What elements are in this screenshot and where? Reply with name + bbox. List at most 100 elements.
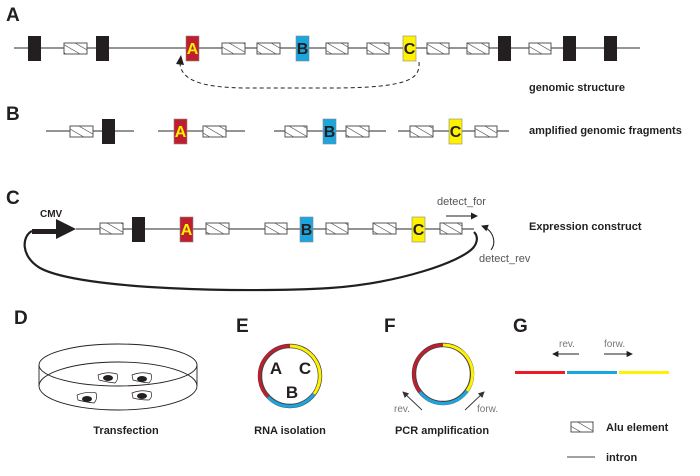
panel-letter-d: D bbox=[14, 308, 28, 329]
panel-c: C CMV A B C detect_for detect_rev Expres… bbox=[6, 188, 642, 292]
panel-f: F rev. forw. PCR amplification bbox=[384, 316, 498, 437]
fragment-1 bbox=[46, 119, 134, 144]
primer-rev-arrow-icon bbox=[402, 391, 423, 411]
primer-detect-rev-arrow-icon bbox=[481, 224, 495, 251]
caption-pcr-amplification: PCR amplification bbox=[395, 425, 489, 437]
alu-element bbox=[439, 222, 463, 235]
alu-element bbox=[528, 42, 552, 55]
linear-segment-b bbox=[567, 371, 617, 374]
primer-detect-rev-label: detect_rev bbox=[479, 253, 531, 265]
alu-element bbox=[221, 42, 246, 55]
cmv-promoter-label: CMV bbox=[40, 209, 63, 220]
cell-icon bbox=[76, 391, 98, 404]
alu-element bbox=[99, 222, 124, 235]
cmv-promoter-arrow-icon bbox=[32, 219, 76, 239]
caption-transfection: Transfection bbox=[93, 425, 159, 437]
panel-letter-b: B bbox=[6, 104, 20, 125]
legend-alu-icon bbox=[570, 421, 594, 433]
fragment-2: A bbox=[158, 118, 245, 145]
alu-element bbox=[466, 42, 490, 55]
circ-label-c: C bbox=[299, 359, 311, 378]
legend-alu-label: Alu element bbox=[606, 422, 669, 434]
cell-icon bbox=[97, 372, 119, 384]
fragment-4: C bbox=[398, 118, 509, 145]
circ-label-b: B bbox=[286, 383, 298, 402]
exon-a bbox=[173, 118, 188, 145]
petri-dish-icon bbox=[38, 343, 198, 411]
circ-segment-c bbox=[442, 343, 474, 392]
alu-element bbox=[63, 42, 88, 55]
constitutive-exon bbox=[498, 36, 511, 61]
exon-c-label: C bbox=[404, 41, 416, 58]
caption-genomic-structure: genomic structure bbox=[529, 82, 625, 94]
exon-a bbox=[185, 35, 200, 62]
exon-b bbox=[295, 35, 310, 62]
alu-element bbox=[202, 125, 227, 138]
constitutive-exon bbox=[604, 36, 617, 61]
panel-letter-g: G bbox=[513, 316, 528, 337]
constitutive-exon bbox=[96, 36, 109, 61]
panel-d: D Transfection bbox=[14, 308, 198, 437]
exon-c-label: C bbox=[413, 222, 425, 239]
alu-element bbox=[256, 42, 281, 55]
circ-segment-a bbox=[412, 343, 444, 393]
exon-b bbox=[299, 216, 314, 243]
alu-element bbox=[264, 222, 288, 235]
backsplice-arrowhead-icon bbox=[176, 55, 184, 65]
caption-expression-construct: Expression construct bbox=[529, 221, 642, 233]
primer-forw-label: forw. bbox=[477, 404, 498, 415]
primer-forw-arrow-icon bbox=[464, 391, 485, 411]
cell-icon bbox=[131, 390, 153, 401]
panel-b: B A B C amplified ge bbox=[6, 104, 682, 145]
alu-element bbox=[205, 222, 230, 235]
primer-rev-label: rev. bbox=[394, 404, 410, 415]
cell-icon bbox=[131, 372, 153, 384]
exon-a-label: A bbox=[187, 41, 199, 58]
alu-element bbox=[372, 222, 397, 235]
exon-a-label: A bbox=[181, 222, 193, 239]
backsplice-arrow bbox=[179, 61, 420, 89]
panel-e: E A C B RNA isolation bbox=[236, 316, 326, 437]
circ-segment-c bbox=[289, 344, 322, 395]
alu-element bbox=[409, 125, 434, 138]
alu-element bbox=[345, 125, 370, 138]
exon-c bbox=[448, 118, 463, 145]
exon-c bbox=[411, 216, 426, 243]
alu-element bbox=[284, 125, 308, 138]
exon-c bbox=[402, 35, 417, 62]
caption-amplified-fragments: amplified genomic fragments bbox=[529, 125, 682, 137]
constitutive-exon bbox=[563, 36, 576, 61]
primer-detect-for-label: detect_for bbox=[437, 196, 486, 208]
constitutive-exon bbox=[28, 36, 41, 61]
vector-backbone-loop bbox=[23, 230, 478, 292]
exon-c-label: C bbox=[450, 124, 462, 141]
alu-element bbox=[366, 42, 390, 55]
circrna-ring bbox=[257, 343, 323, 409]
circrna-ring bbox=[411, 342, 475, 406]
alu-element bbox=[474, 125, 498, 138]
exon-b-label: B bbox=[301, 222, 313, 239]
panel-letter-f: F bbox=[384, 316, 396, 337]
alu-element bbox=[426, 42, 450, 55]
legend-intron-label: intron bbox=[606, 452, 637, 464]
circ-segment-b bbox=[418, 390, 469, 405]
exon-b-label: B bbox=[297, 41, 309, 58]
circ-segment-a bbox=[257, 344, 291, 399]
exon-a-label: A bbox=[175, 124, 187, 141]
circ-label-a: A bbox=[270, 359, 282, 378]
alu-element bbox=[69, 125, 94, 138]
constitutive-exon bbox=[132, 217, 145, 242]
panel-g: G rev. forw. bbox=[513, 316, 669, 374]
exon-b bbox=[322, 118, 337, 145]
linear-segment-a bbox=[515, 371, 565, 374]
panel-letter-c: C bbox=[6, 188, 20, 209]
panel-a: A A B C genomic structure bbox=[6, 5, 640, 94]
alu-element bbox=[325, 42, 349, 55]
exon-a bbox=[179, 216, 194, 243]
primer-rev-label: rev. bbox=[559, 339, 575, 350]
exon-b-label: B bbox=[324, 124, 336, 141]
alu-element bbox=[325, 222, 349, 235]
panel-letter-e: E bbox=[236, 316, 249, 337]
linear-segment-c bbox=[619, 371, 669, 374]
